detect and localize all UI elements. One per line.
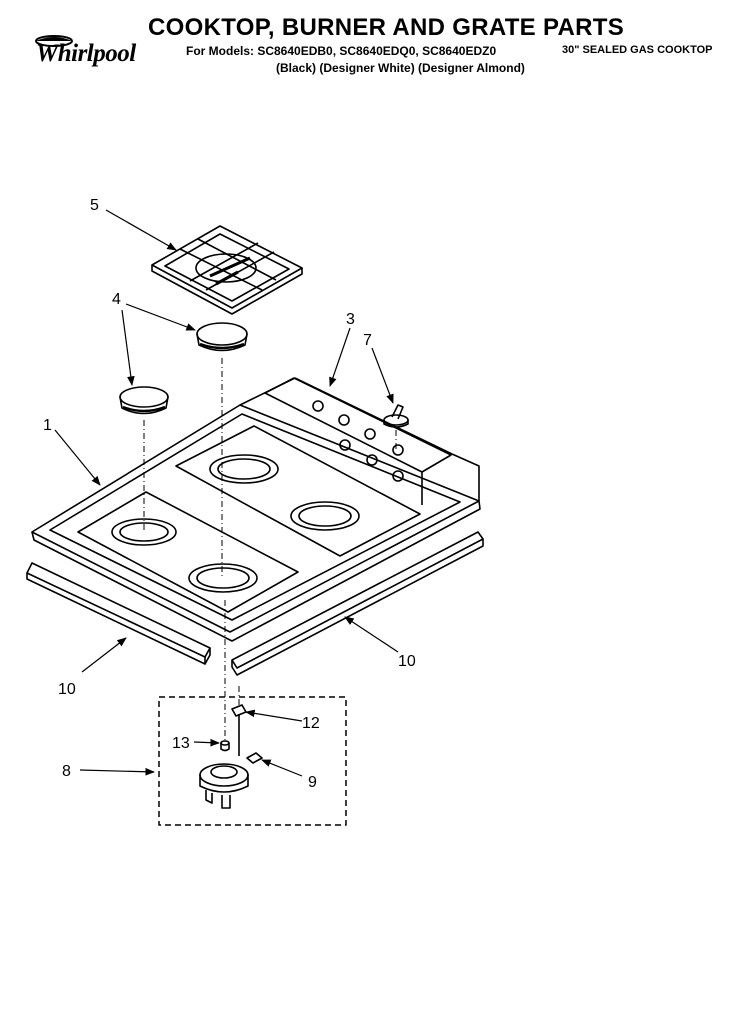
burner-cap-large [196,322,248,352]
clip-part [246,752,263,764]
orifice-part [220,740,230,752]
callout-12: 12 [302,715,320,732]
burner-assembly-box [158,696,347,826]
electrode-part [231,704,247,756]
models-line: For Models: SC8640EDB0, SC8640EDQ0, SC86… [186,44,497,58]
burner-base-part [199,763,249,809]
alignment-lines [143,358,397,740]
page-title: COOKTOP, BURNER AND GRATE PARTS [148,14,624,41]
callout-1: 1 [43,417,52,434]
callout-8: 8 [62,763,71,780]
callout-13: 13 [172,735,190,752]
callout-10-left: 10 [58,681,76,698]
burner-cap-small [119,386,169,415]
leader-arrows [54,209,399,777]
callout-7: 7 [363,332,372,349]
callout-4: 4 [112,291,121,308]
callout-9: 9 [308,774,317,791]
variants-line: (Black) (Designer White) (Designer Almon… [276,61,525,75]
callout-10-right: 10 [398,653,416,670]
callout-3: 3 [346,311,355,328]
logo-text: Whirlpool [36,40,136,67]
whirlpool-logo: Whirlpool [30,32,160,74]
grate-part [151,225,303,315]
trim-strip-left [26,562,211,665]
product-type: 30" SEALED GAS COOKTOP [562,44,713,56]
control-panel-part [264,377,452,505]
callout-5: 5 [90,197,99,214]
trim-strip-right [231,531,484,676]
logo-swoosh-icon [35,35,73,47]
cooktop-part [31,377,481,642]
knob-part [383,404,409,428]
